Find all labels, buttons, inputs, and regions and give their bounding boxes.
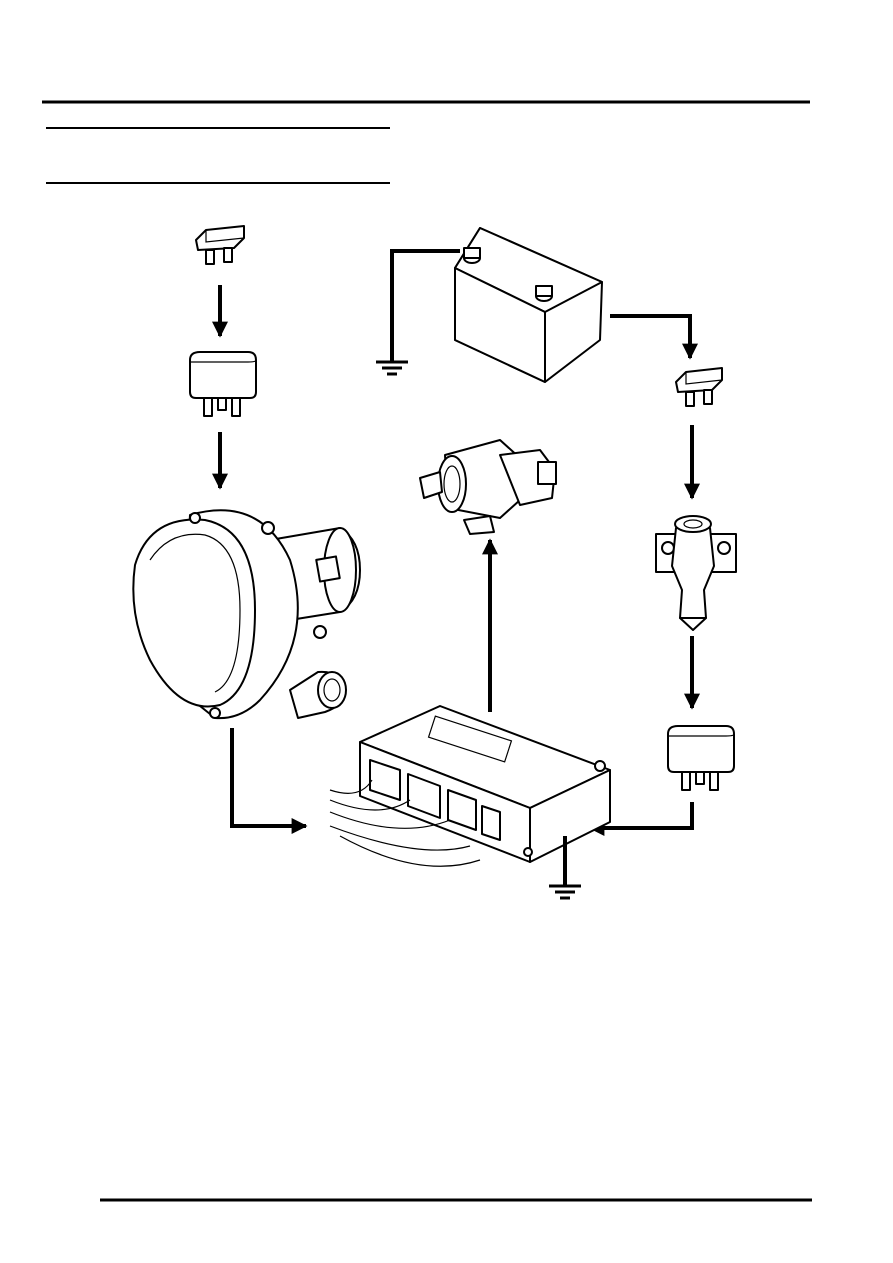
air-injection-pump-icon: [132, 509, 361, 720]
fuse-icon: [195, 225, 245, 265]
engine-control-module-icon: [329, 705, 611, 867]
arrow-relay2-ecm: [588, 802, 694, 836]
ignition-switch-icon: [655, 515, 737, 631]
ground-icon: [549, 884, 581, 900]
relay-icon: [189, 351, 257, 417]
relay-icon: [667, 725, 735, 791]
vacuum-solenoid-valve-icon: [419, 439, 557, 535]
arrow-pump-ecm: [230, 728, 308, 834]
fuse-icon: [675, 367, 723, 407]
arrow-battery-fuse2: [610, 314, 698, 360]
ground-icon: [376, 360, 408, 376]
wire-battery-ground1: [390, 249, 460, 362]
battery-icon: [454, 227, 603, 383]
